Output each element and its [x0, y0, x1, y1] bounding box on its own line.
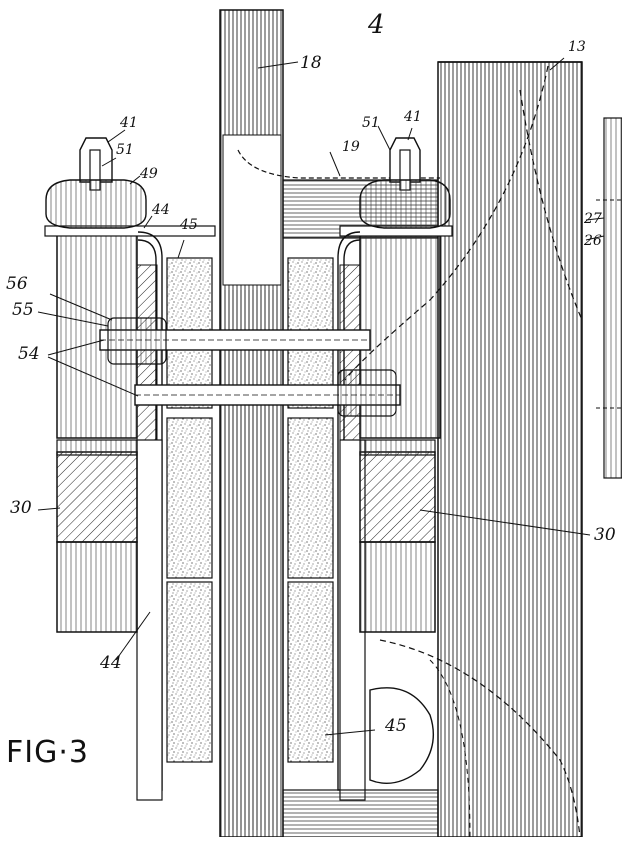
label-13: 13 — [568, 39, 586, 55]
label-30-left: 30 — [10, 498, 32, 518]
leader-lines — [37, 57, 605, 736]
lower-oval — [282, 687, 439, 838]
label-41-right: 41 — [404, 109, 422, 125]
label-44-top: 44 — [152, 202, 170, 218]
bolt-left — [45, 137, 147, 229]
label-51-right: 51 — [362, 115, 380, 131]
label-51-left: 51 — [116, 142, 134, 158]
label-56: 56 — [6, 274, 28, 294]
label-54: 54 — [18, 344, 40, 364]
label-19: 19 — [342, 139, 360, 155]
side-element-26-27 — [596, 117, 622, 479]
label-18: 18 — [300, 53, 322, 73]
figure-label: FIG·3 — [6, 735, 89, 770]
label-45-top: 45 — [180, 217, 198, 233]
label-45-bottom: 45 — [385, 716, 407, 736]
rollers-30 — [56, 439, 436, 633]
shaft-13 — [344, 61, 583, 838]
label-41-left: 41 — [120, 115, 138, 131]
label-30-right: 30 — [594, 525, 616, 545]
label-55: 55 — [12, 300, 34, 320]
label-26: 26 — [584, 233, 602, 249]
label-4: 4 — [368, 10, 385, 40]
label-49: 49 — [140, 166, 158, 182]
label-27: 27 — [584, 211, 602, 227]
label-44-bottom: 44 — [100, 653, 122, 673]
central-shaft-18 — [219, 9, 284, 838]
bolt-right — [359, 137, 451, 229]
pins-54 — [99, 317, 401, 417]
